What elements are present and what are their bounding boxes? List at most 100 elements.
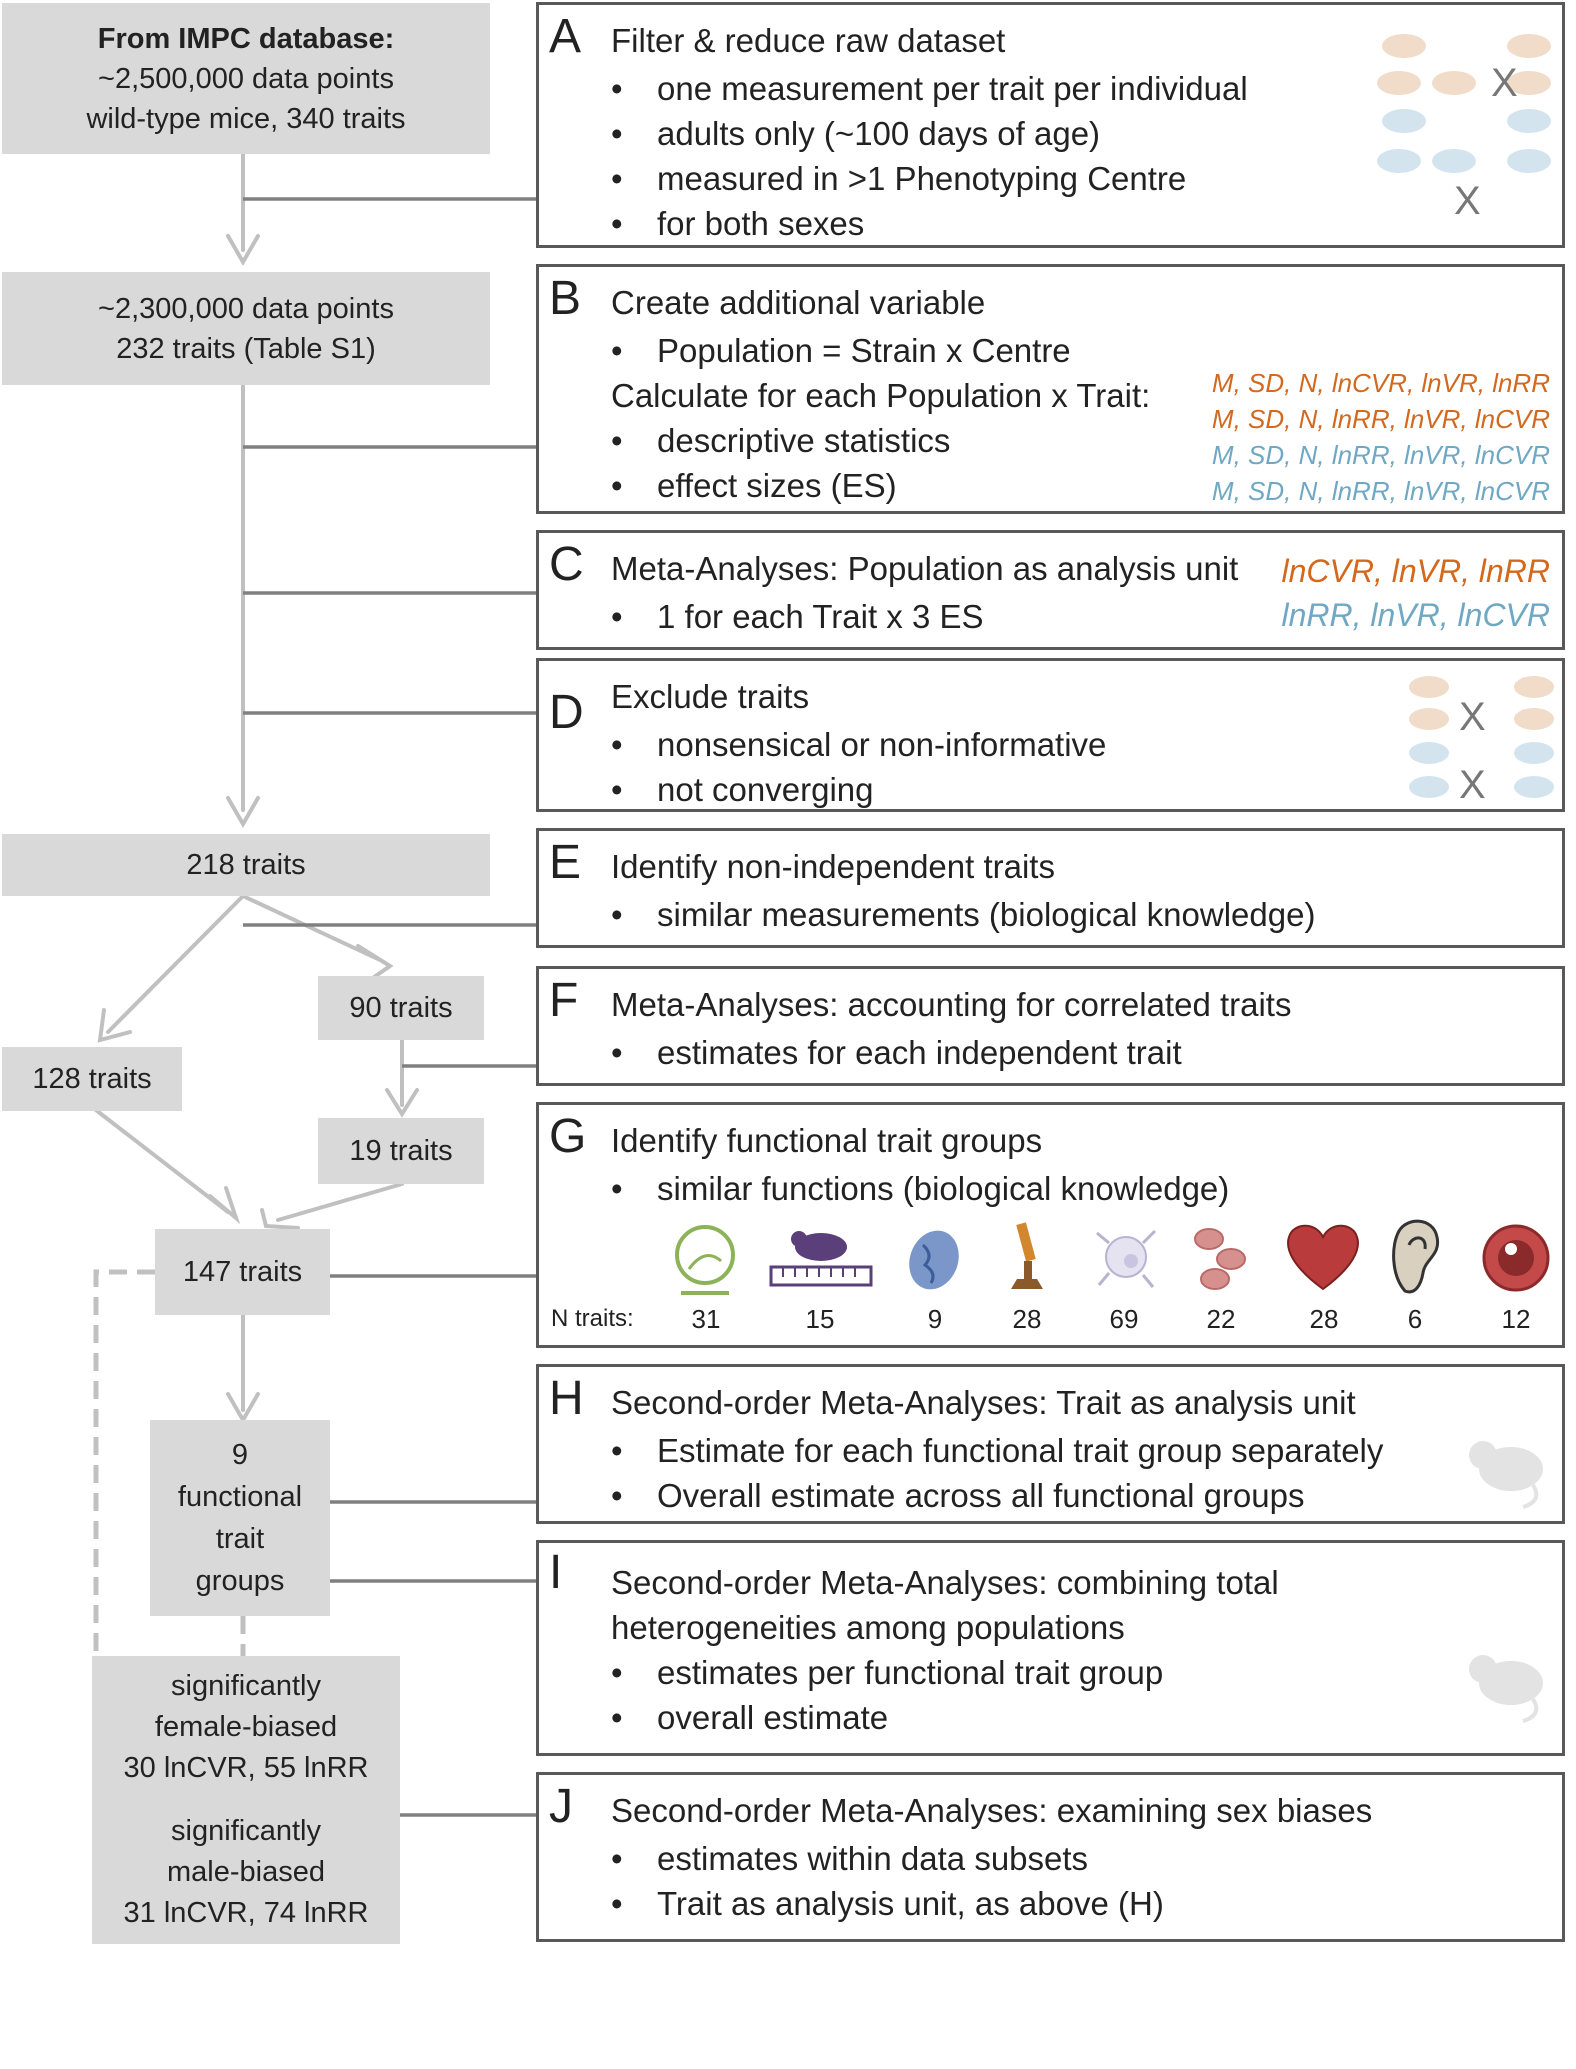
panel-letter: I	[549, 1546, 563, 1599]
box-19-label: 19 traits	[349, 1135, 453, 1167]
es-line: lnRR, lnVR, lnCVR	[1281, 597, 1550, 633]
panel-title: Identify non-independent traits	[611, 848, 1055, 885]
panel-title: Meta-Analyses: Population as analysis un…	[611, 550, 1239, 587]
box-groups-line4: groups	[195, 1565, 285, 1597]
box-90-label: 90 traits	[349, 992, 453, 1024]
box-sex-line6: 31 lnCVR, 74 lnRR	[123, 1897, 369, 1929]
box-sex-line1: significantly	[171, 1670, 321, 1702]
box-reduced-data: ~2,300,000 data points 232 traits (Table…	[2, 272, 490, 385]
panel-letter: C	[549, 538, 584, 591]
mouse-icon	[1469, 1655, 1543, 1723]
bullet-item: •Estimate for each functional trait grou…	[611, 1432, 1384, 1469]
panel-G: G Identify functional trait groups •simi…	[536, 1102, 1565, 1348]
mitochondrion-icon	[909, 1230, 959, 1290]
box-reduced-line2: 232 traits (Table S1)	[116, 332, 376, 365]
bullet-item: •descriptive statistics	[611, 422, 951, 459]
panel-title: Create additional variable	[611, 284, 986, 321]
n-traits-value: 15	[805, 1304, 835, 1334]
panel-title: Filter & reduce raw dataset	[611, 22, 1006, 59]
excluded-mark: X	[1454, 179, 1481, 223]
bullet-item: •similar functions (biological knowledge…	[611, 1170, 1230, 1207]
stats-line: M, SD, N, lnCVR, lnVR, lnRR	[1211, 368, 1550, 398]
panel-subtitle: Calculate for each Population x Trait:	[611, 377, 1151, 414]
n-traits-value: 28	[1012, 1304, 1042, 1334]
panel-title: Identify functional trait groups	[611, 1122, 1043, 1159]
panel-D: D Exclude traits •nonsensical or non-inf…	[536, 658, 1565, 812]
mouse-icon	[1469, 1441, 1543, 1509]
panel-title-line2: heterogeneities among populations	[611, 1609, 1125, 1646]
panel-title: Second-order Meta-Analyses: Trait as ana…	[611, 1384, 1356, 1421]
panel-J: J Second-order Meta-Analyses: examining …	[536, 1772, 1565, 1942]
heart-icon	[1287, 1224, 1359, 1291]
box-sex-line3: 30 lnCVR, 55 lnRR	[123, 1752, 369, 1784]
box-functional-groups: 9 functional trait groups	[150, 1420, 330, 1616]
panel-title: Exclude traits	[611, 678, 810, 715]
panel-letter: E	[549, 836, 582, 889]
arrow-b4-b6	[90, 1105, 230, 1214]
box-147-traits: 147 traits	[155, 1229, 330, 1315]
arrow-b2-b4	[106, 894, 245, 1034]
n-traits-value: 31	[691, 1304, 721, 1334]
box-sex-line2: female-biased	[154, 1711, 338, 1743]
bullet-item: •Overall estimate across all functional …	[611, 1477, 1305, 1514]
panel-letter: B	[549, 272, 582, 325]
panel-C: C Meta-Analyses: Population as analysis …	[536, 530, 1565, 650]
box-source-line2: wild-type mice, 340 traits	[86, 102, 406, 135]
box-groups-line3: trait	[215, 1523, 265, 1555]
bullet-item: •Population = Strain x Centre	[611, 332, 1071, 369]
panel-letter: F	[549, 974, 579, 1027]
bullet-item: •adults only (~100 days of age)	[611, 115, 1101, 152]
stats-line: M, SD, N, lnRR, lnVR, lnCVR	[1211, 476, 1550, 506]
n-traits-value: 22	[1206, 1304, 1236, 1334]
panel-B: B Create additional variable •Population…	[536, 264, 1565, 514]
panel-A: A Filter & reduce raw dataset •one measu…	[536, 2, 1565, 248]
bullet-item: •1 for each Trait x 3 ES	[611, 598, 984, 635]
panel-letter: G	[549, 1110, 587, 1163]
box-147-label: 147 traits	[182, 1256, 303, 1288]
es-line: lnCVR, lnVR, lnRR	[1281, 553, 1550, 589]
box-sex-biased: significantly female-biased 30 lnCVR, 55…	[92, 1656, 400, 1944]
arrowhead-b1	[226, 234, 260, 267]
red-blood-cells-icon	[1194, 1228, 1246, 1290]
bullet-item: •for both sexes	[611, 205, 865, 242]
box-groups-line2: functional	[177, 1481, 303, 1513]
mouse-ruler-icon	[769, 1231, 873, 1287]
immune-cell-icon	[1096, 1229, 1157, 1288]
box-128-label: 128 traits	[32, 1063, 152, 1095]
stats-line: M, SD, N, lnRR, lnVR, lnCVR	[1211, 404, 1550, 434]
box-90-traits: 90 traits	[318, 976, 484, 1040]
box-source-line1: ~2,500,000 data points	[98, 62, 394, 95]
ear-icon	[1392, 1219, 1440, 1294]
bullet-item: •estimates per functional trait group	[611, 1654, 1164, 1691]
bullet-item: •one measurement per trait per individua…	[611, 70, 1248, 107]
bullet-item: •overall estimate	[611, 1699, 889, 1736]
box-sex-line4: significantly	[171, 1815, 321, 1847]
excluded-mark: X	[1459, 695, 1486, 739]
box-218-label: 218 traits	[186, 849, 306, 881]
excluded-mark: X	[1459, 763, 1486, 807]
bullet-item: •estimates within data subsets	[611, 1840, 1089, 1877]
mice-group-icon	[1377, 34, 1551, 173]
bullet-item: •nonsensical or non-informative	[611, 726, 1107, 763]
box-19-traits: 19 traits	[318, 1118, 484, 1184]
stats-line: M, SD, N, lnRR, lnVR, lnCVR	[1211, 440, 1550, 470]
box-sex-line5: male-biased	[167, 1856, 325, 1888]
panel-E: E Identify non-independent traits •simil…	[536, 828, 1565, 948]
panel-letter: H	[549, 1372, 584, 1425]
bullet-item: •effect sizes (ES)	[611, 467, 897, 504]
panel-letter: J	[549, 1780, 573, 1833]
dashed-b6-b8	[93, 1269, 155, 1655]
panel-I: I Second-order Meta-Analyses: combining …	[536, 1540, 1565, 1756]
arrow-b5-b6	[276, 1182, 404, 1222]
box-128-traits: 128 traits	[2, 1047, 182, 1111]
box-source-database: From IMPC database: ~2,500,000 data poin…	[2, 3, 490, 154]
mice-group-icon	[1409, 676, 1554, 798]
box-reduced-line1: ~2,300,000 data points	[98, 292, 394, 325]
bullet-item: •not converging	[611, 771, 874, 808]
bullet-item: •similar measurements (biological knowle…	[611, 896, 1316, 933]
eye-icon	[1482, 1224, 1550, 1292]
n-traits-value: 9	[927, 1304, 943, 1334]
n-traits-label: N traits:	[551, 1305, 634, 1332]
panel-F: F Meta-Analyses: accounting for correlat…	[536, 966, 1565, 1086]
